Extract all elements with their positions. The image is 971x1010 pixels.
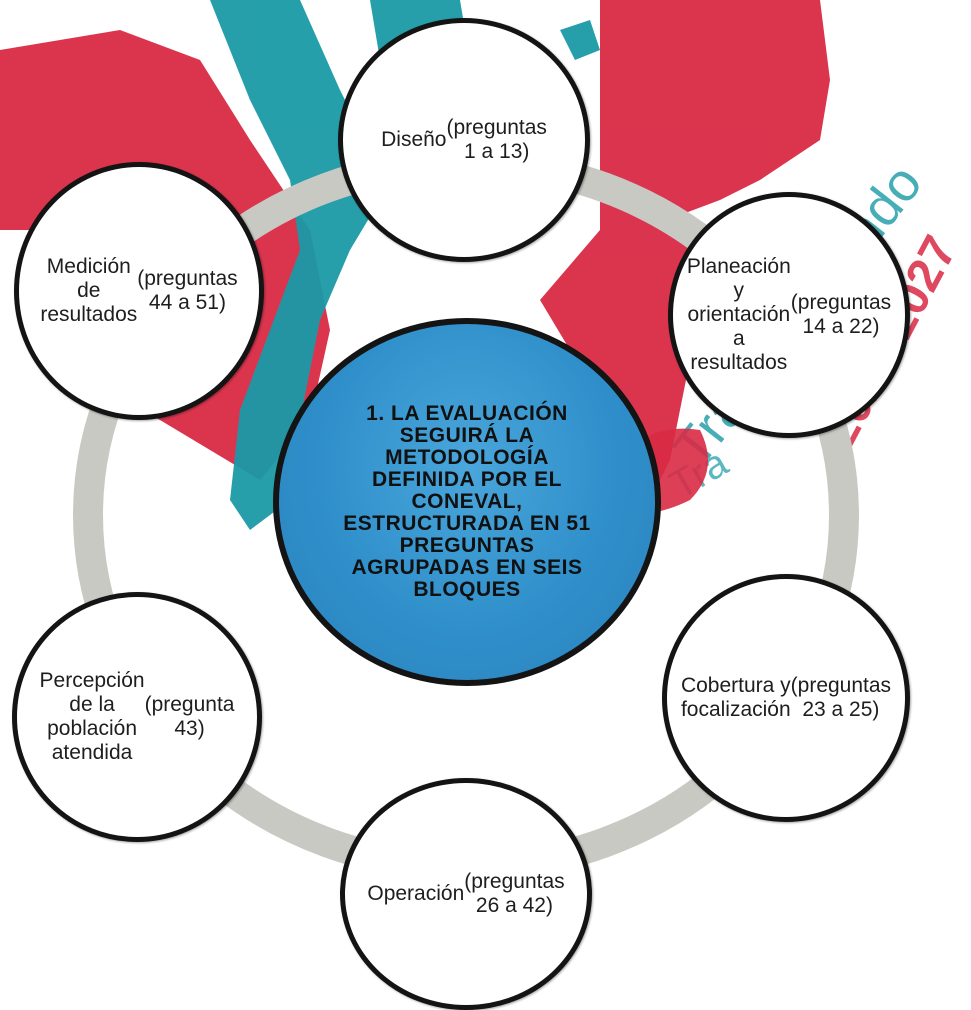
block-operacion-questions: (preguntas 26 a 42): [464, 870, 565, 917]
block-cobertura: Cobertura y focalización (preguntas 23 a…: [662, 574, 910, 822]
center-node-text: 1. LA EVALUACIÓN SEGUIRÁ LA METODOLOGÍA …: [343, 402, 591, 601]
block-cobertura-name: Cobertura y focalización: [680, 674, 791, 721]
center-node: 1. LA EVALUACIÓN SEGUIRÁ LA METODOLOGÍA …: [273, 318, 661, 686]
block-planeacion: Planeación y orientación a resultados (p…: [668, 192, 910, 438]
block-diseno-name: Diseño: [381, 128, 447, 151]
block-operacion: Operación (preguntas 26 a 42): [340, 778, 592, 1010]
block-cobertura-questions: (preguntas 23 a 25): [790, 674, 892, 721]
block-diseno-questions: (preguntas 1 a 13): [446, 116, 547, 163]
block-planeacion-questions: (preguntas 14 a 22): [790, 291, 892, 338]
block-medicion: Medición de resultados (preguntas 44 a 5…: [14, 162, 264, 420]
block-planeacion-name: Planeación y orientación a resultados: [686, 255, 791, 374]
block-operacion-name: Operación: [367, 882, 465, 905]
block-percepcion-questions: (pregunta 43): [144, 693, 235, 740]
block-diseno: Diseño (preguntas 1 a 13): [338, 18, 590, 262]
block-percepcion-name: Percepción de la población atendida: [39, 669, 145, 764]
block-medicion-questions: (preguntas 44 a 51): [137, 267, 238, 314]
block-medicion-name: Medición de resultados: [40, 255, 138, 326]
block-percepcion: Percepción de la población atendida (pre…: [12, 592, 262, 842]
